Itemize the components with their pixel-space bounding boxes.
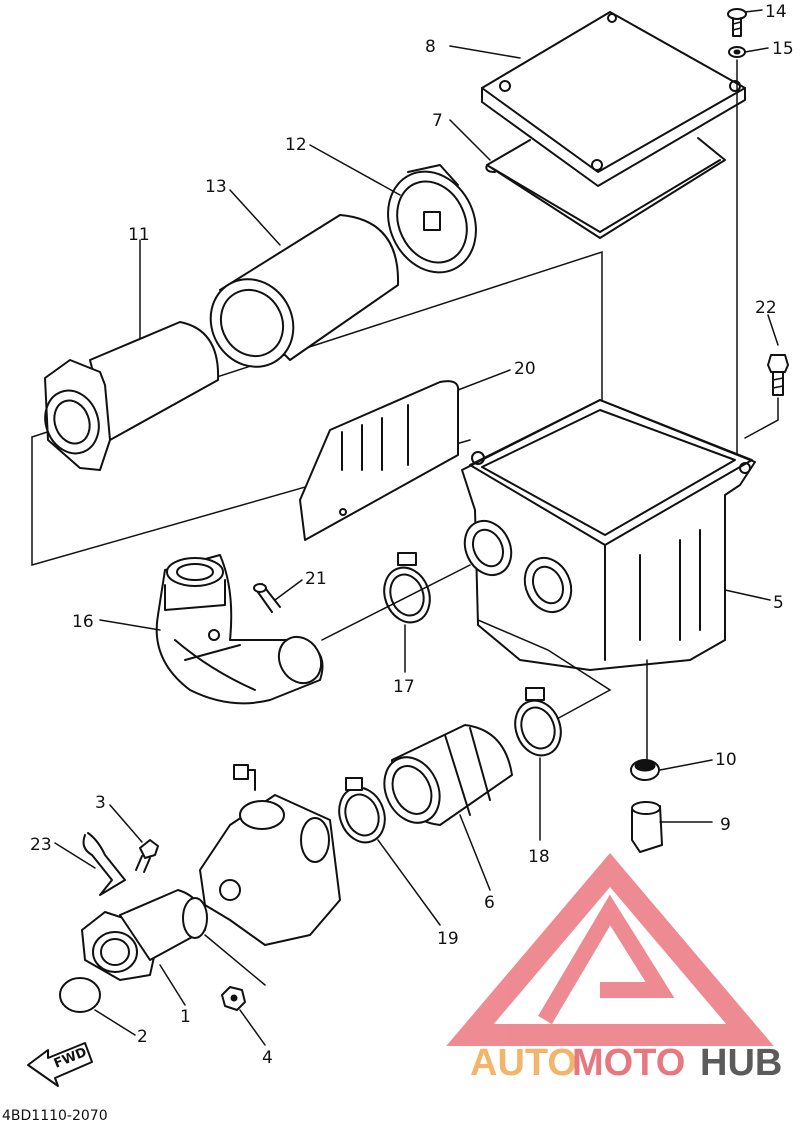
callout-12: 12 [285,135,307,155]
callout-5: 5 [773,593,784,613]
callout-19: 19 [437,929,459,949]
callout-8: 8 [425,37,436,57]
part-4-nut [221,986,246,1011]
part-8-case-cap [481,11,746,187]
part-12-element-cap [387,164,477,274]
callout-14: 14 [765,2,787,22]
part-11-element-body [44,321,220,471]
part-20-seal [299,380,460,541]
joint-leader-line [321,564,471,641]
callout-20: 20 [514,359,536,379]
callout-22: 22 [755,298,777,318]
diagram-code: 4BD1110-2070 [2,1108,108,1124]
fwd-arrow-icon: FWD [27,1042,93,1087]
watermark-part3: HUB [700,1042,782,1084]
part-18-clamp [514,687,562,757]
callout-10: 10 [715,750,737,770]
part-10-clamp [630,759,660,781]
callout-9: 9 [720,815,731,835]
watermark-text: AUTO MOTO HUB [470,1042,782,1084]
part-1-manifold [81,889,266,986]
part-9-drain-plug [631,801,663,853]
callout-13: 13 [205,177,227,197]
part-2-gasket [59,977,101,1013]
callout-11: 11 [128,225,150,245]
part-21-hose [253,583,281,613]
part-15-washer [728,46,746,58]
part-7-cap-gasket [485,137,726,239]
callout-23: 23 [30,835,52,855]
watermark-part2: MOTO [572,1042,685,1084]
part-23-clip [82,832,126,896]
callout-17: 17 [393,677,415,697]
part-13-air-element [209,214,400,368]
part-5-air-filter-case [461,399,756,721]
part-3-bolt [135,839,159,873]
callout-3: 3 [95,793,106,813]
callout-18: 18 [528,847,550,867]
callout-4: 4 [262,1048,273,1068]
callout-16: 16 [72,612,94,632]
part-19-clamp [338,777,386,844]
callout-2: 2 [137,1027,148,1047]
watermark-part1: AUTO [470,1042,577,1084]
callout-6: 6 [484,893,495,913]
callout-15: 15 [772,39,794,59]
callout-1: 1 [180,1007,191,1027]
part-14-screw [727,8,747,37]
callout-labels: 8 7 14 15 12 13 11 22 20 5 21 16 17 10 9… [30,2,794,1068]
leader-lines [54,9,779,1046]
part-16-duct [155,554,324,705]
callout-7: 7 [432,111,443,131]
carburetor-assembly [199,764,341,946]
part-17-clamp [383,552,431,624]
watermark-logo [446,852,774,1046]
part-22-bolt [744,354,789,439]
part-6-joint [383,724,513,826]
callout-21: 21 [305,569,327,589]
